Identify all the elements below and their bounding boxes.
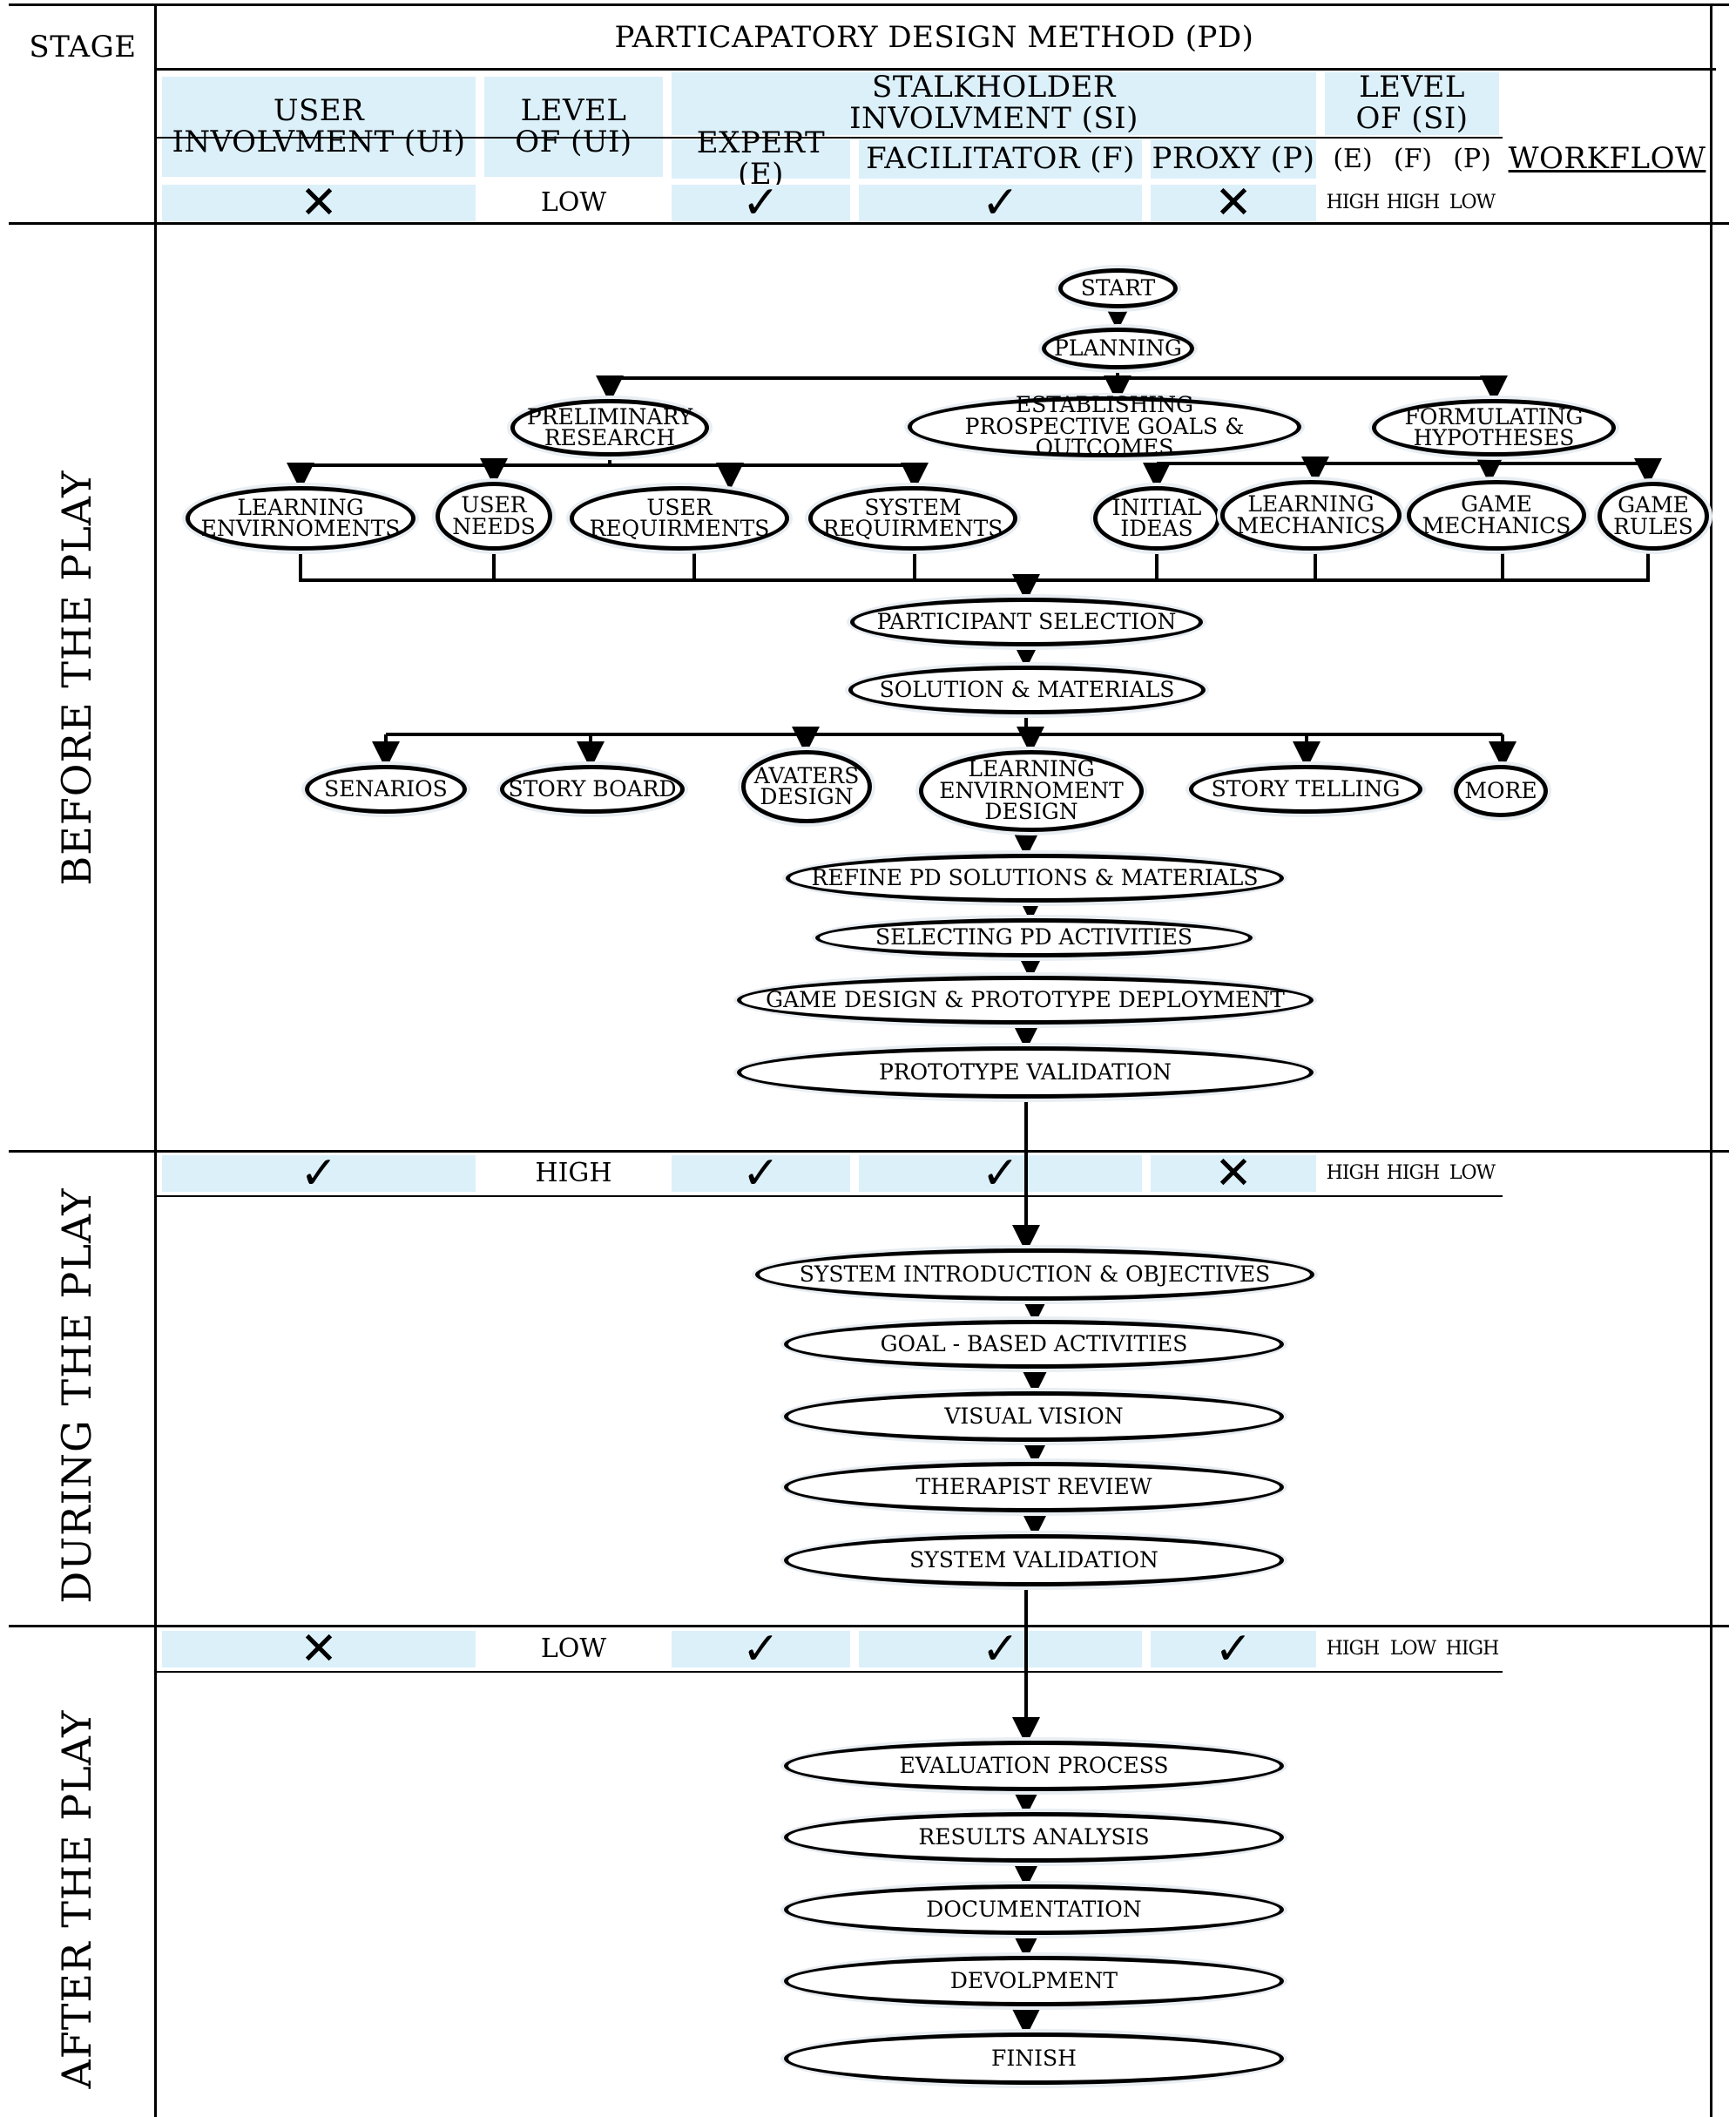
user-involvement-header: USER INVOLVMENT (UI) bbox=[162, 77, 476, 177]
node-game-mechanics: GAME MECHANICS bbox=[1407, 480, 1586, 551]
node-start: START bbox=[1058, 268, 1178, 308]
during-level-ui-cell: HIGH bbox=[535, 1158, 612, 1189]
node-learning-mechanics: LEARNING MECHANICS bbox=[1220, 480, 1402, 551]
before-level-f-cell: HIGH bbox=[1386, 192, 1441, 214]
level-p-header: (P) bbox=[1453, 143, 1491, 174]
before-level-p-cell: LOW bbox=[1449, 192, 1496, 214]
node-system-introduction: SYSTEM INTRODUCTION & OBJECTIVES bbox=[755, 1248, 1314, 1301]
node-devolpment: DEVOLPMENT bbox=[784, 1956, 1284, 2006]
before-facilitator-cell: ✓ bbox=[859, 180, 1142, 226]
during-level-p-cell: LOW bbox=[1449, 1162, 1496, 1185]
stage-header: STAGE bbox=[29, 30, 137, 65]
node-system-requirements: SYSTEM REQUIRMENTS bbox=[808, 486, 1017, 551]
node-finish: FINISH bbox=[784, 2032, 1284, 2085]
level-f-header: (F) bbox=[1393, 143, 1433, 174]
node-establishing-goals: ESTABLISHING PROSPECTIVE GOALS & OUTCOME… bbox=[908, 394, 1301, 458]
node-game-design: GAME DESIGN & PROTOTYPE DEPLOYMENT bbox=[737, 976, 1314, 1025]
node-goal-based-activities: GOAL - BASED ACTIVITIES bbox=[784, 1320, 1284, 1369]
during-proxy-cell: ✕ bbox=[1151, 1151, 1316, 1196]
during-level-f-cell: HIGH bbox=[1386, 1162, 1441, 1185]
during-facilitator-cell: ✓ bbox=[859, 1151, 1142, 1196]
node-selecting-pd-activities: SELECTING PD ACTIVITIES bbox=[815, 918, 1253, 957]
level-e-header: (E) bbox=[1333, 143, 1373, 174]
after-expert-cell: ✓ bbox=[672, 1627, 850, 1672]
node-story-board: STORY BOARD bbox=[500, 765, 685, 814]
node-learning-environment-design: LEARNING ENVIRNOMENT DESIGN bbox=[919, 750, 1144, 832]
after-level-ui-cell: LOW bbox=[540, 1633, 607, 1665]
before-user-involvement-cell: ✕ bbox=[162, 180, 476, 226]
before-expert-cell: ✓ bbox=[672, 180, 850, 226]
node-initial-ideas: INITIAL IDEAS bbox=[1093, 486, 1220, 551]
after-facilitator-cell: ✓ bbox=[859, 1627, 1142, 1672]
workflow-header: WORKFLOW bbox=[1508, 140, 1706, 176]
after-level-f-cell: LOW bbox=[1389, 1638, 1436, 1660]
during-user-involvement-cell: ✓ bbox=[162, 1151, 476, 1196]
node-story-telling: STORY TELLING bbox=[1189, 765, 1422, 814]
node-therapist-review: THERAPIST REVIEW bbox=[784, 1462, 1284, 1512]
stakeholder-header: STALKHOLDER INVOLVMENT (SI) bbox=[672, 71, 1316, 135]
node-senarios: SENARIOS bbox=[305, 765, 467, 814]
node-learning-environments: LEARNING ENVIRNOMENTS bbox=[186, 486, 415, 551]
node-results-analysis: RESULTS ANALYSIS bbox=[784, 1812, 1284, 1863]
level-si-header: LEVEL OF (SI) bbox=[1325, 71, 1499, 135]
node-formulating-hypotheses: FORMULATING HYPOTHESES bbox=[1372, 399, 1616, 457]
after-level-p-cell: HIGH bbox=[1445, 1638, 1500, 1660]
node-evaluation-process: EVALUATION PROCESS bbox=[784, 1741, 1284, 1791]
node-planning: PLANNING bbox=[1042, 328, 1194, 369]
node-refine-pd: REFINE PD SOLUTIONS & MATERIALS bbox=[786, 854, 1284, 903]
level-ui-header: LEVEL OF (UI) bbox=[484, 77, 663, 177]
node-visual-vision: VISUAL VISION bbox=[784, 1391, 1284, 1442]
after-level-e-cell: HIGH bbox=[1326, 1638, 1381, 1660]
during-expert-cell: ✓ bbox=[672, 1151, 850, 1196]
facilitator-header: FACILITATOR (F) bbox=[859, 139, 1142, 179]
after-user-involvement-cell: ✕ bbox=[162, 1627, 476, 1672]
after-proxy-cell: ✓ bbox=[1151, 1627, 1316, 1672]
node-documentation: DOCUMENTATION bbox=[784, 1884, 1284, 1935]
during-level-e-cell: HIGH bbox=[1326, 1162, 1381, 1185]
node-system-validation: SYSTEM VALIDATION bbox=[784, 1534, 1284, 1586]
node-more: MORE bbox=[1454, 765, 1548, 817]
before-proxy-cell: ✕ bbox=[1151, 180, 1316, 226]
node-preliminary-research: PRELIMINARY RESEARCH bbox=[510, 399, 709, 457]
node-user-requirements: USER REQUIRMENTS bbox=[570, 486, 789, 551]
before-level-e-cell: HIGH bbox=[1326, 192, 1381, 214]
node-game-rules: GAME RULES bbox=[1598, 482, 1709, 551]
node-avaters-design: AVATERS DESIGN bbox=[741, 750, 872, 823]
proxy-header: PROXY (P) bbox=[1151, 139, 1316, 179]
node-user-needs: USER NEEDS bbox=[436, 482, 552, 551]
before-level-ui-cell: LOW bbox=[540, 187, 607, 219]
node-prototype-validation: PROTOTYPE VALIDATION bbox=[737, 1046, 1314, 1099]
method-title: PARTICAPATORY DESIGN METHOD (PD) bbox=[614, 20, 1254, 56]
node-participant-selection: PARTICIPANT SELECTION bbox=[850, 598, 1203, 646]
node-solution-materials: SOLUTION & MATERIALS bbox=[848, 666, 1206, 714]
